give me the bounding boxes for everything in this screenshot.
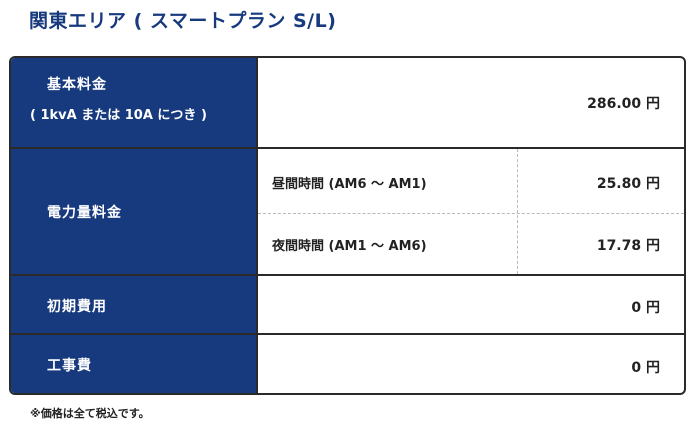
value-cell-basic-fee: 286.00 円 [258,58,684,147]
construction-cost-price: 0 円 [631,360,660,376]
tax-footnote: ※価格は全て税込です。 [30,407,150,420]
energy-column-divider [517,149,518,274]
row-basic-fee: 基本料金 ( 1kvA または 10A につき ) 286.00 円 [11,58,684,149]
price-table: 基本料金 ( 1kvA または 10A につき ) 286.00 円 電力量料金… [9,56,686,395]
basic-fee-label: 基本料金 [47,77,107,93]
initial-cost-price: 0 円 [631,300,660,316]
page-title: 関東エリア ( スマートプラン S/L) [29,10,337,32]
row-energy-charge: 電力量料金 昼間時間 (AM6 〜 AM1) 25.80 円 夜間時間 (AM1… [11,149,684,276]
day-time-row: 昼間時間 (AM6 〜 AM1) 25.80 円 [258,149,684,214]
construction-cost-label: 工事費 [47,358,92,374]
basic-fee-sublabel: ( 1kvA または 10A につき ) [30,108,207,123]
row-construction-cost: 工事費 0 円 [11,335,684,393]
day-time-label: 昼間時間 (AM6 〜 AM1) [272,177,427,192]
label-cell-energy-charge: 電力量料金 [11,149,258,274]
day-time-price: 25.80 円 [596,176,660,192]
night-time-label: 夜間時間 (AM1 〜 AM6) [272,239,427,254]
value-cell-initial-cost: 0 円 [258,276,684,333]
night-time-price: 17.78 円 [596,238,660,254]
energy-charge-label: 電力量料金 [47,205,122,221]
basic-fee-price: 286.00 円 [587,96,660,112]
initial-cost-label: 初期費用 [47,299,107,315]
label-cell-initial-cost: 初期費用 [11,276,258,333]
label-cell-construction-cost: 工事費 [11,335,258,393]
value-cell-energy-charge: 昼間時間 (AM6 〜 AM1) 25.80 円 夜間時間 (AM1 〜 AM6… [258,149,684,274]
row-initial-cost: 初期費用 0 円 [11,276,684,335]
label-cell-basic-fee: 基本料金 ( 1kvA または 10A につき ) [11,58,258,147]
value-cell-construction-cost: 0 円 [258,335,684,393]
night-time-row: 夜間時間 (AM1 〜 AM6) 17.78 円 [258,213,684,274]
